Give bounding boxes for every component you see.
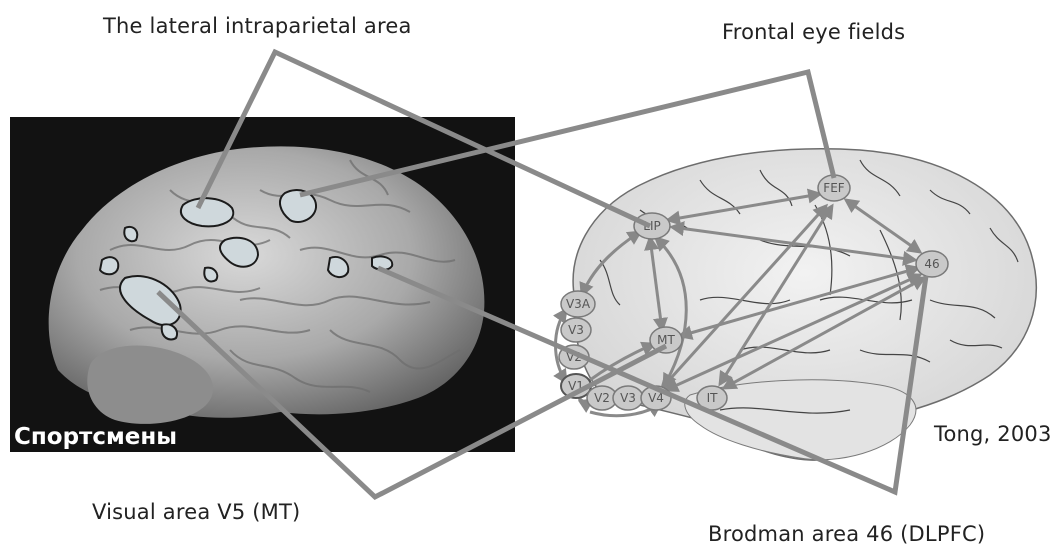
- photo-caption: Спортсмены: [14, 424, 177, 450]
- brain-photo-panel: Спортсмены: [10, 117, 515, 452]
- node-v3a: V3A: [561, 291, 595, 317]
- node-fef: FEF: [818, 175, 850, 201]
- node-v3-label: V3: [620, 391, 636, 405]
- node-46-label: 46: [924, 257, 939, 271]
- node-v3-left: V3: [561, 318, 591, 342]
- node-v3-left-label: V3: [568, 323, 584, 337]
- node-v2-label: V2: [594, 391, 610, 405]
- node-mt-label: MT: [657, 333, 675, 347]
- node-it-label: IT: [707, 391, 719, 405]
- node-v3: V3: [613, 386, 643, 410]
- node-lip: LIP: [634, 213, 670, 239]
- node-fef-label: FEF: [823, 181, 844, 195]
- node-46: 46: [916, 251, 948, 277]
- node-v3a-label: V3A: [566, 297, 591, 311]
